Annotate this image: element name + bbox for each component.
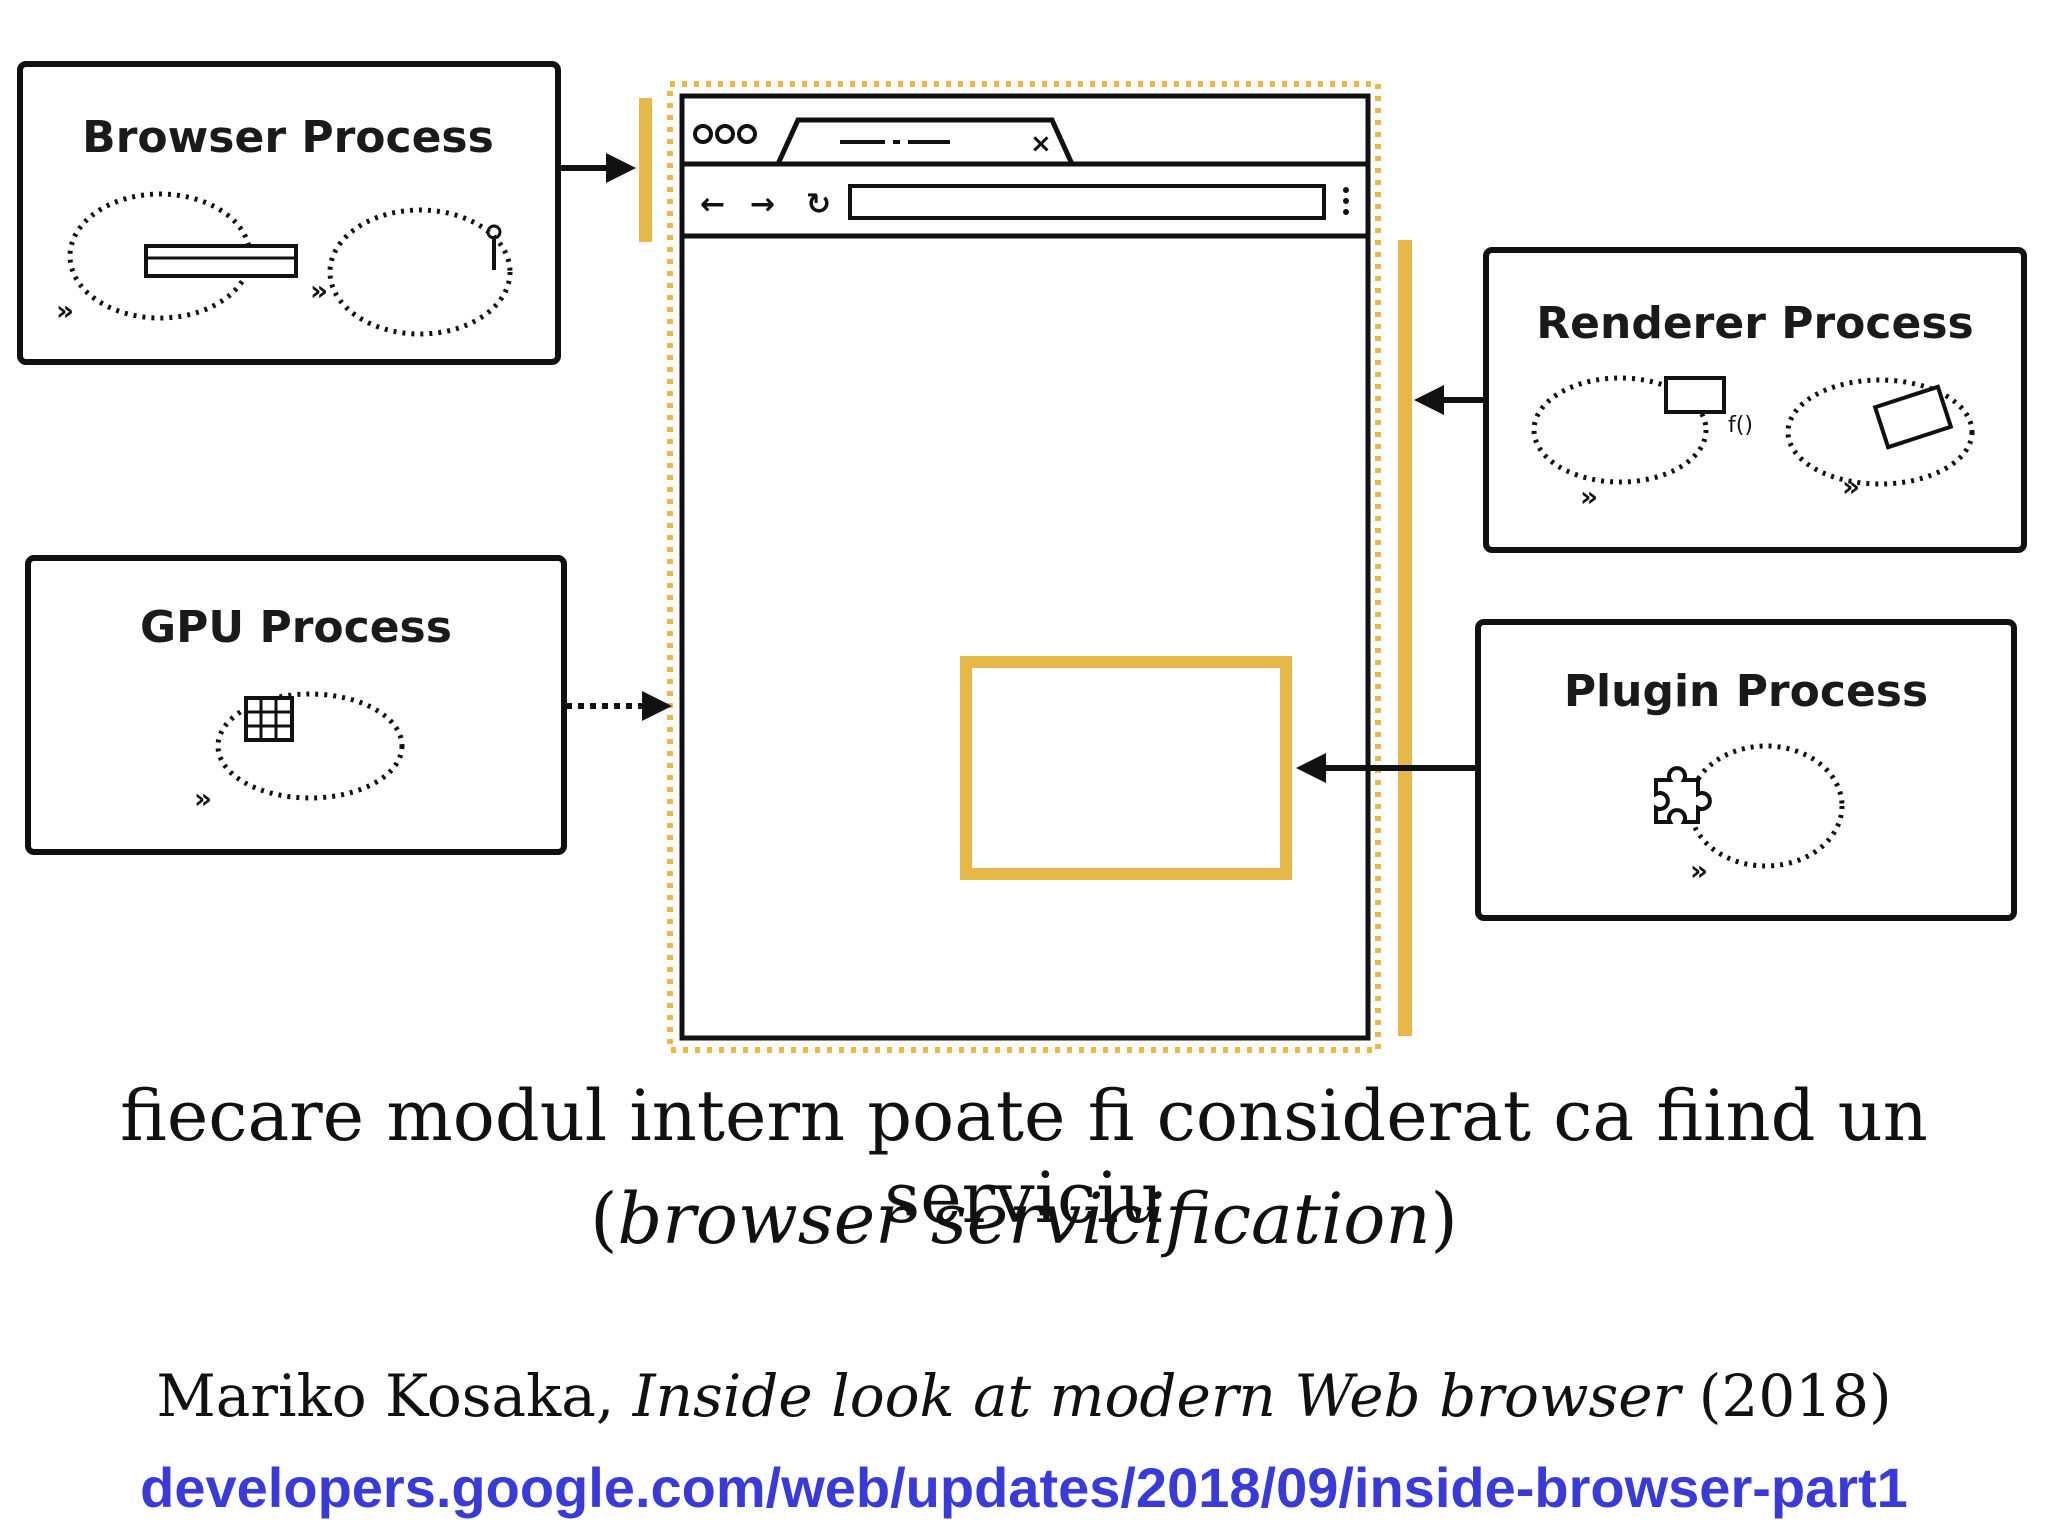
- caption-close-paren: ): [1430, 1178, 1458, 1260]
- caption-term: (browser servicification): [0, 1178, 2048, 1260]
- browser-window-dotted-outline: [667, 81, 1381, 1053]
- back-arrow-icon: ←: [700, 187, 725, 222]
- credit-year: (2018): [1680, 1362, 1892, 1430]
- browser-toolbar: ← → ↻: [700, 184, 1349, 222]
- plugin-process-title: Plugin Process: [1564, 666, 1928, 717]
- tab-close-icon: ×: [1030, 129, 1052, 159]
- puzzle-piece-icon: [1654, 766, 1712, 824]
- svg-text:»: »: [56, 294, 74, 327]
- window-controls-icon: [693, 124, 757, 144]
- caption-main: fiecare modul intern poate fi considerat…: [120, 1075, 1928, 1239]
- gpu-process-title: GPU Process: [140, 602, 452, 653]
- browser-window-frame: [679, 93, 1371, 1041]
- caption-open-paren: (: [590, 1178, 618, 1260]
- source-link[interactable]: developers.google.com/web/updates/2018/0…: [140, 1456, 1908, 1519]
- plugin-thread-icon: »: [1654, 743, 1845, 887]
- credit-title: Inside look at modern Web browser: [632, 1362, 1681, 1430]
- browser-process-title: Browser Process: [82, 112, 494, 163]
- browser-process-ui-thread-icon: »: [56, 191, 298, 327]
- forward-arrow-icon: →: [750, 187, 775, 222]
- gpu-process-thread-icon: »: [194, 691, 405, 815]
- source-credit: Mariko Kosaka, Inside look at modern Web…: [0, 1362, 2048, 1430]
- svg-text:»: »: [194, 782, 212, 815]
- caption-term-italic: browser servicification: [617, 1178, 1431, 1260]
- renderer-main-thread-icon: f() »: [1531, 375, 1753, 513]
- svg-text:»: »: [310, 274, 328, 307]
- svg-text:»: »: [1690, 854, 1708, 887]
- renderer-process-box: Renderer Process f() » »: [1483, 247, 2027, 553]
- plugin-content-area: [960, 656, 1292, 880]
- browser-process-network-thread-icon: »: [310, 207, 513, 337]
- renderer-process-title: Renderer Process: [1536, 298, 1973, 349]
- svg-text:»: »: [1842, 470, 1860, 503]
- renderer-content-bar: [1398, 240, 1412, 1036]
- menu-dots-icon: [1343, 187, 1349, 215]
- browser-process-box: Browser Process » »: [17, 61, 561, 365]
- browser-ui-bar: [639, 98, 652, 242]
- credit-author: Mariko Kosaka,: [156, 1362, 633, 1430]
- reload-icon: ↻: [806, 187, 831, 222]
- address-bar: [848, 184, 1326, 220]
- plugin-process-box: Plugin Process »: [1475, 619, 2017, 921]
- svg-text:»: »: [1580, 480, 1598, 513]
- browser-window: × ← → ↻: [667, 81, 1381, 1053]
- svg-text:f(): f(): [1728, 413, 1753, 438]
- browser-tab: ×: [775, 117, 1075, 166]
- gpu-process-box: GPU Process »: [25, 555, 567, 855]
- renderer-compositor-thread-icon: »: [1785, 377, 1975, 503]
